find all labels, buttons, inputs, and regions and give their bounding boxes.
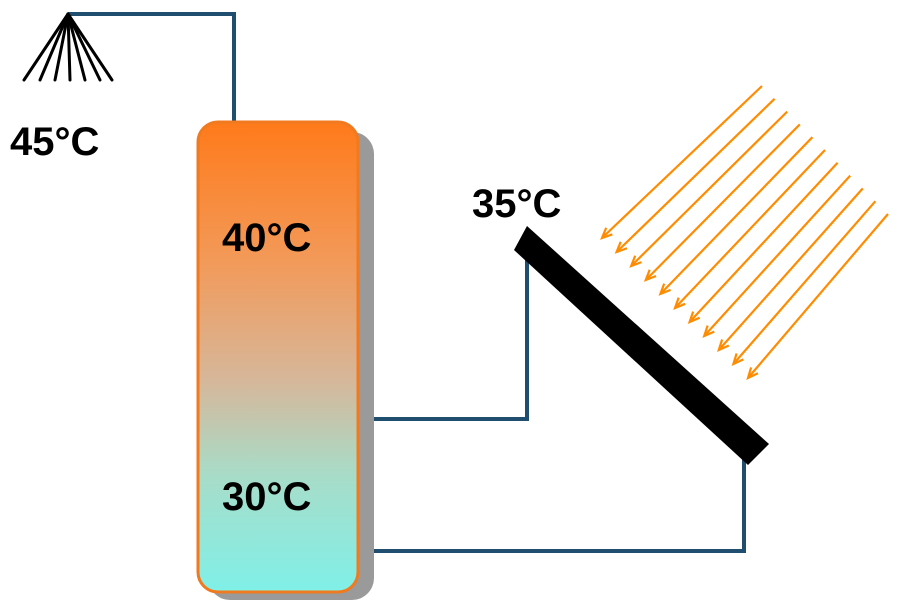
sun-ray-arrowhead — [658, 283, 672, 296]
sun-ray — [659, 136, 814, 295]
sun-ray — [674, 149, 826, 309]
solar-collector-panel — [514, 226, 769, 465]
sun-ray-arrowhead — [629, 255, 642, 268]
sun-ray-arrowhead — [731, 353, 744, 367]
sun-ray-arrowhead — [643, 269, 657, 282]
collector-return-pipe — [365, 247, 529, 421]
storage-tank — [196, 120, 360, 594]
sun-ray-arrowhead — [746, 367, 759, 381]
sun-ray — [732, 200, 877, 365]
collector-temperature-label: 35°C — [472, 182, 562, 226]
sun-ray — [601, 85, 763, 239]
sun-ray — [717, 187, 864, 351]
tank-top-temperature-label: 40°C — [222, 216, 312, 260]
hot-water-pipe-to-shower — [68, 12, 236, 122]
shower-head-icon — [22, 12, 114, 82]
sun-ray-arrowhead — [687, 311, 701, 324]
sun-ray — [747, 213, 889, 379]
sun-ray — [688, 162, 839, 323]
sun-rays — [600, 85, 889, 381]
sun-ray — [703, 174, 852, 337]
sun-ray — [615, 98, 776, 253]
sun-ray-arrowhead — [600, 227, 613, 240]
sun-ray-arrowhead — [614, 241, 628, 254]
shower-temperature-label: 45°C — [10, 120, 100, 164]
collector-supply-pipe — [365, 455, 746, 553]
sun-ray — [630, 110, 788, 267]
sun-ray — [645, 123, 801, 281]
sun-ray-arrowhead — [673, 297, 686, 310]
pipes — [68, 12, 746, 553]
sun-ray-arrowhead — [702, 325, 715, 338]
tank-bottom-temperature-label: 30°C — [222, 475, 312, 519]
sun-ray-arrowhead — [717, 339, 730, 353]
